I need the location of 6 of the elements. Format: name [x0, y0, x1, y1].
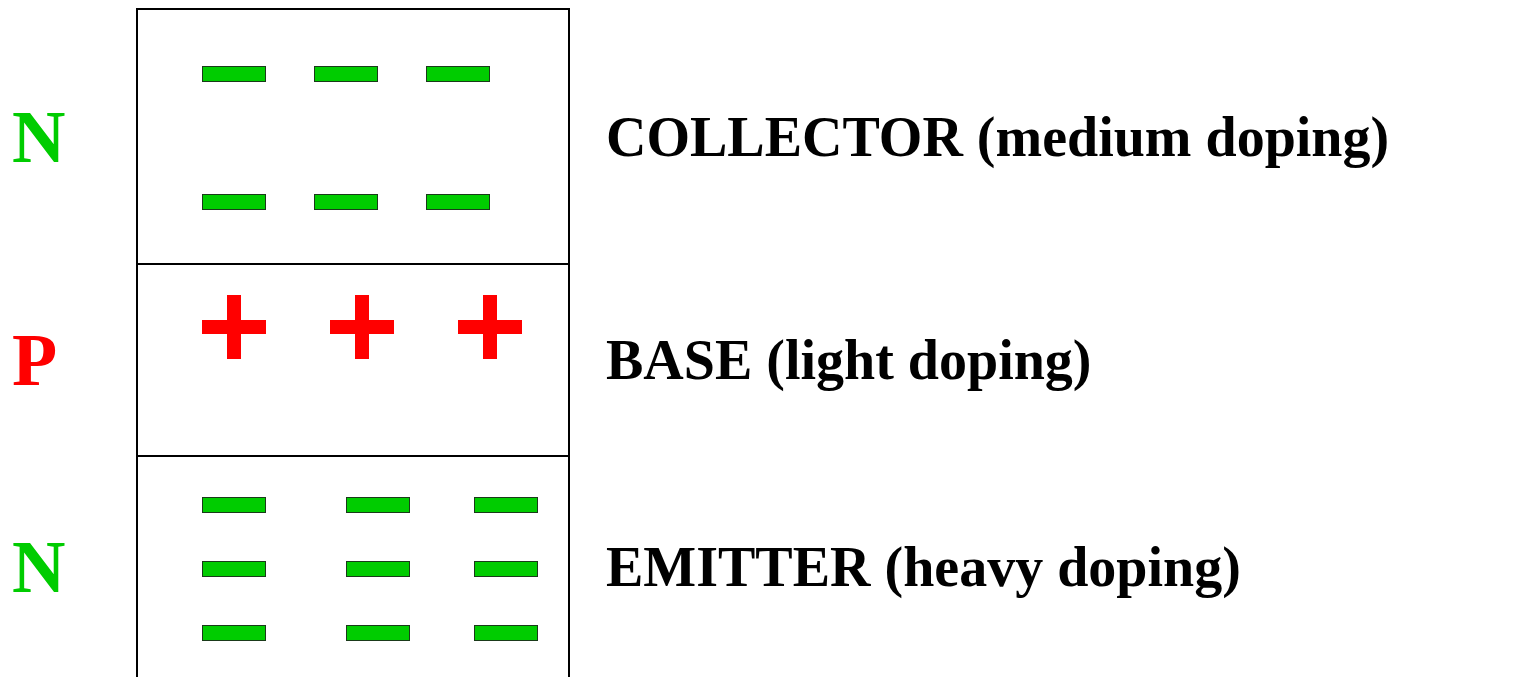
- semiconductor-layer: [136, 455, 570, 677]
- layer-type-letter: N: [12, 99, 66, 174]
- layer-type-letter: P: [12, 323, 58, 397]
- layer-type-letter: N: [12, 530, 66, 604]
- semiconductor-layer: [136, 263, 570, 457]
- semiconductor-layer: [136, 8, 570, 265]
